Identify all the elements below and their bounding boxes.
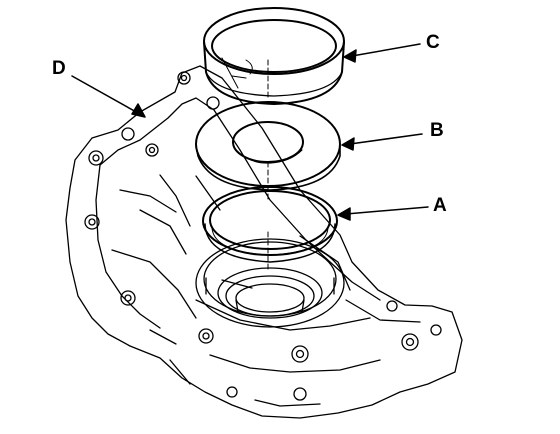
- leader-arrow-a: [337, 206, 429, 221]
- callout-label-b: B: [430, 120, 444, 141]
- leader-arrow-c: [343, 43, 421, 63]
- part-c-cup: [203, 7, 345, 105]
- callout-label-a: A: [433, 195, 447, 216]
- callout-label-c: C: [426, 32, 440, 53]
- callout-label-d: D: [52, 58, 66, 79]
- leader-arrow-d: [71, 75, 146, 118]
- part-a-oring: [202, 186, 338, 263]
- leader-arrow-b: [341, 133, 423, 151]
- housing-d: [65, 65, 463, 419]
